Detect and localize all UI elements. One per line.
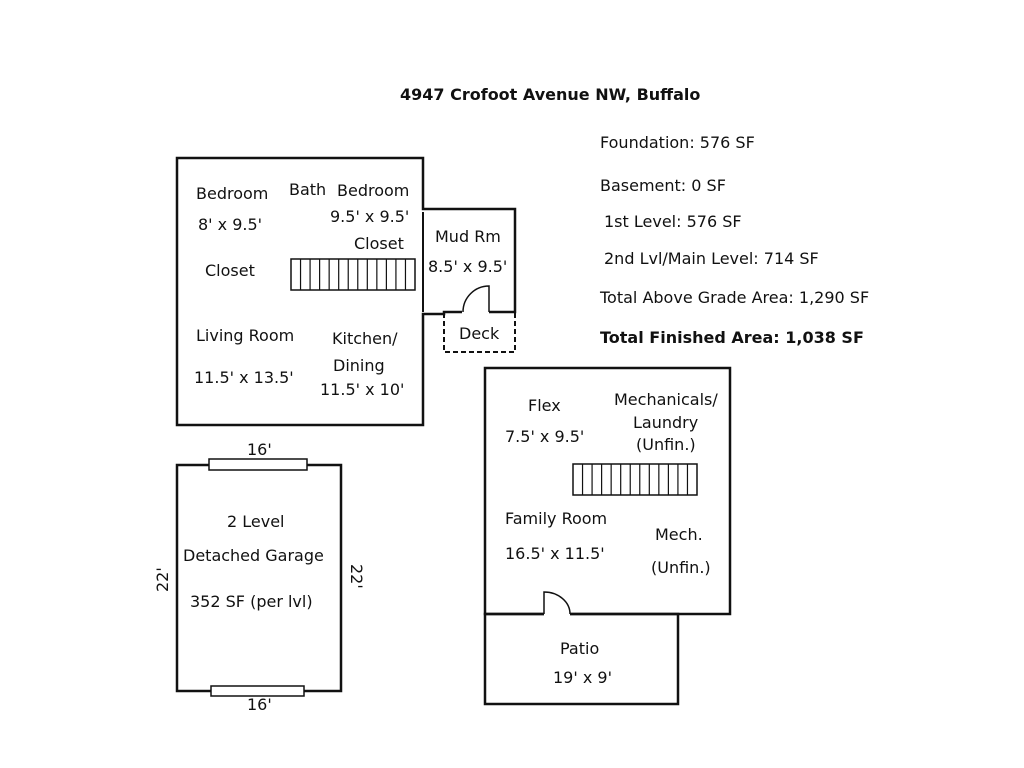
main-stairs <box>290 258 416 291</box>
room-label-mech-unfin: (Unfin.) <box>651 558 711 577</box>
room-label-mech-laundry-2: Laundry <box>633 413 699 432</box>
stat-second-level: 2nd Lvl/Main Level: 714 SF <box>604 249 819 268</box>
garage-dim-bottom: 16' <box>247 695 272 714</box>
room-label-mech: Mech. <box>655 525 703 544</box>
stat-total-above-grade: Total Above Grade Area: 1,290 SF <box>600 288 870 307</box>
garage-dim-right: 22' <box>347 564 366 589</box>
room-label-closet-upper: Closet <box>354 234 404 253</box>
garage-label-line1: 2 Level <box>227 512 285 531</box>
room-label-bath: Bath <box>289 180 327 199</box>
room-size-mudroom: 8.5' x 9.5' <box>428 257 508 276</box>
room-size-kitchen: 11.5' x 10' <box>320 380 405 399</box>
room-size-patio: 19' x 9' <box>553 668 612 687</box>
garage-outline <box>175 463 343 693</box>
room-label-deck: Deck <box>459 324 500 343</box>
room-label-living: Living Room <box>196 326 295 345</box>
room-label-kitchen-1: Kitchen/ <box>332 329 398 348</box>
room-label-mech-laundry-1: Mechanicals/ <box>614 390 718 409</box>
stat-total-finished: Total Finished Area: 1,038 SF <box>600 328 864 347</box>
room-size-family: 16.5' x 11.5' <box>505 544 605 563</box>
room-label-family: Family Room <box>505 509 608 528</box>
room-label-patio: Patio <box>560 639 600 658</box>
patio-door <box>543 591 571 616</box>
room-label-bedroom-2: Bedroom <box>337 181 410 200</box>
garage-label-line2: Detached Garage <box>183 546 324 565</box>
garage-dim-top: 16' <box>247 440 272 459</box>
room-size-bedroom-1: 8' x 9.5' <box>198 215 263 234</box>
garage-door-bottom <box>210 685 305 697</box>
garage-label-line3: 352 SF (per lvl) <box>190 592 313 611</box>
room-label-bedroom-1: Bedroom <box>196 184 269 203</box>
garage-door-top <box>208 458 308 471</box>
page-title: 4947 Crofoot Avenue NW, Buffalo <box>400 85 701 104</box>
room-size-bedroom-2: 9.5' x 9.5' <box>330 207 410 226</box>
patio-outline <box>483 612 680 706</box>
room-size-living: 11.5' x 13.5' <box>194 368 294 387</box>
mudroom-door <box>462 285 490 314</box>
room-size-flex: 7.5' x 9.5' <box>505 427 585 446</box>
stat-basement: Basement: 0 SF <box>600 176 726 195</box>
garage-dim-left: 22' <box>153 567 172 592</box>
room-label-mech-laundry-3: (Unfin.) <box>636 435 696 454</box>
lower-stairs <box>572 463 698 496</box>
room-label-mudroom: Mud Rm <box>435 227 501 246</box>
room-label-closet-left: Closet <box>205 261 255 280</box>
room-label-kitchen-2: Dining <box>333 356 385 375</box>
stat-first-level: 1st Level: 576 SF <box>604 212 742 231</box>
stat-foundation: Foundation: 576 SF <box>600 133 755 152</box>
room-label-flex: Flex <box>528 396 561 415</box>
